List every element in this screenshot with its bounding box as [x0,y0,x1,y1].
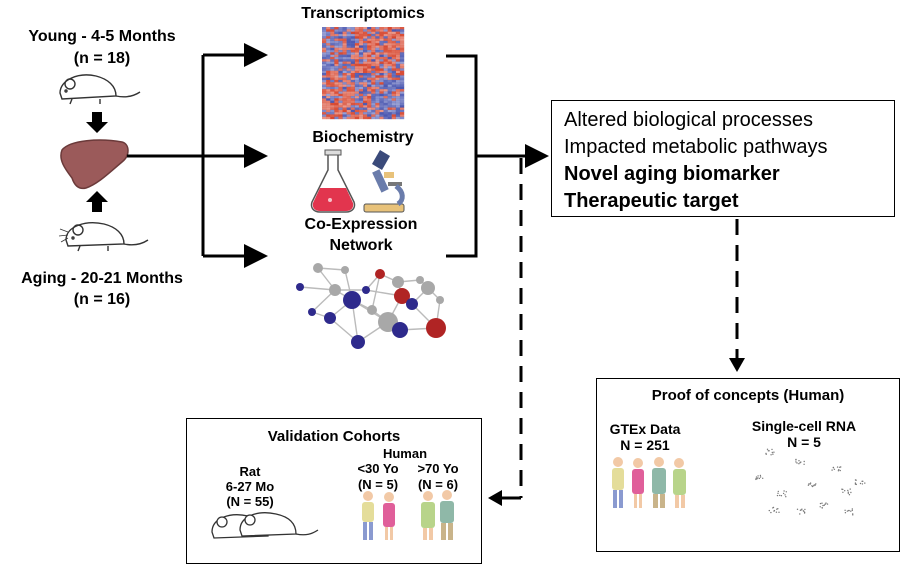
gtex-label: GTEx Data [609,421,681,437]
arrow-up [86,191,108,212]
human-label: Human [382,446,428,461]
outcome-target: Therapeutic target [564,190,739,212]
methods-bracket [446,54,478,258]
validation-title: Validation Cohorts [267,428,401,445]
biochemistry-label: Biochemistry [312,129,414,146]
single-cell-umap-icon [755,448,866,516]
outcome-processes: Altered biological processes [564,109,814,131]
outcomes-box: Altered biological processes Impacted me… [551,100,895,217]
arrow-head-proof [729,358,745,372]
outcome-pathways: Impacted metabolic pathways [564,136,828,158]
old-group-n: (N = 6) [417,477,459,492]
aging-label: Aging - 20-21 Months [21,270,183,287]
network-label: Network [329,237,393,254]
transcriptomics-label: Transcriptomics [301,5,425,22]
coexpression-label: Co-Expression [304,216,418,233]
rat-age: 6-27 Mo [225,479,275,494]
single-cell-label: Single-cell RNA [751,418,857,434]
network-icon [296,263,446,349]
proof-title: Proof of concepts (Human) [651,387,845,404]
arrow-head-validation [488,490,502,506]
young-group-label: <30 Yo [357,461,399,476]
gtex-n: N = 251 [620,437,670,453]
rat-icon [211,512,319,539]
validation-box [186,418,482,564]
single-cell-n: N = 5 [787,434,821,450]
gtex-people-icon [612,457,686,508]
young-label: Young - 4-5 Months [28,28,176,45]
arrow-down [86,112,108,133]
liver-icon [60,139,129,190]
rat-n: (N = 55) [226,494,274,509]
young-group-n: (N = 5) [357,477,399,492]
old-group-label: >70 Yo [417,461,459,476]
young-humans-icon [362,491,395,540]
heatmap-icon [322,27,405,120]
old-humans-icon [421,490,454,540]
rat-label: Rat [239,464,261,479]
aging-mouse-icon [58,222,149,252]
flask-icon [310,149,356,213]
young-n: (n = 18) [73,50,131,67]
outcome-biomarker: Novel aging biomarker [564,163,780,185]
young-mouse-icon [59,74,141,105]
microscope-icon [363,150,405,213]
proof-box [596,378,900,552]
aging-n: (n = 16) [73,291,131,308]
